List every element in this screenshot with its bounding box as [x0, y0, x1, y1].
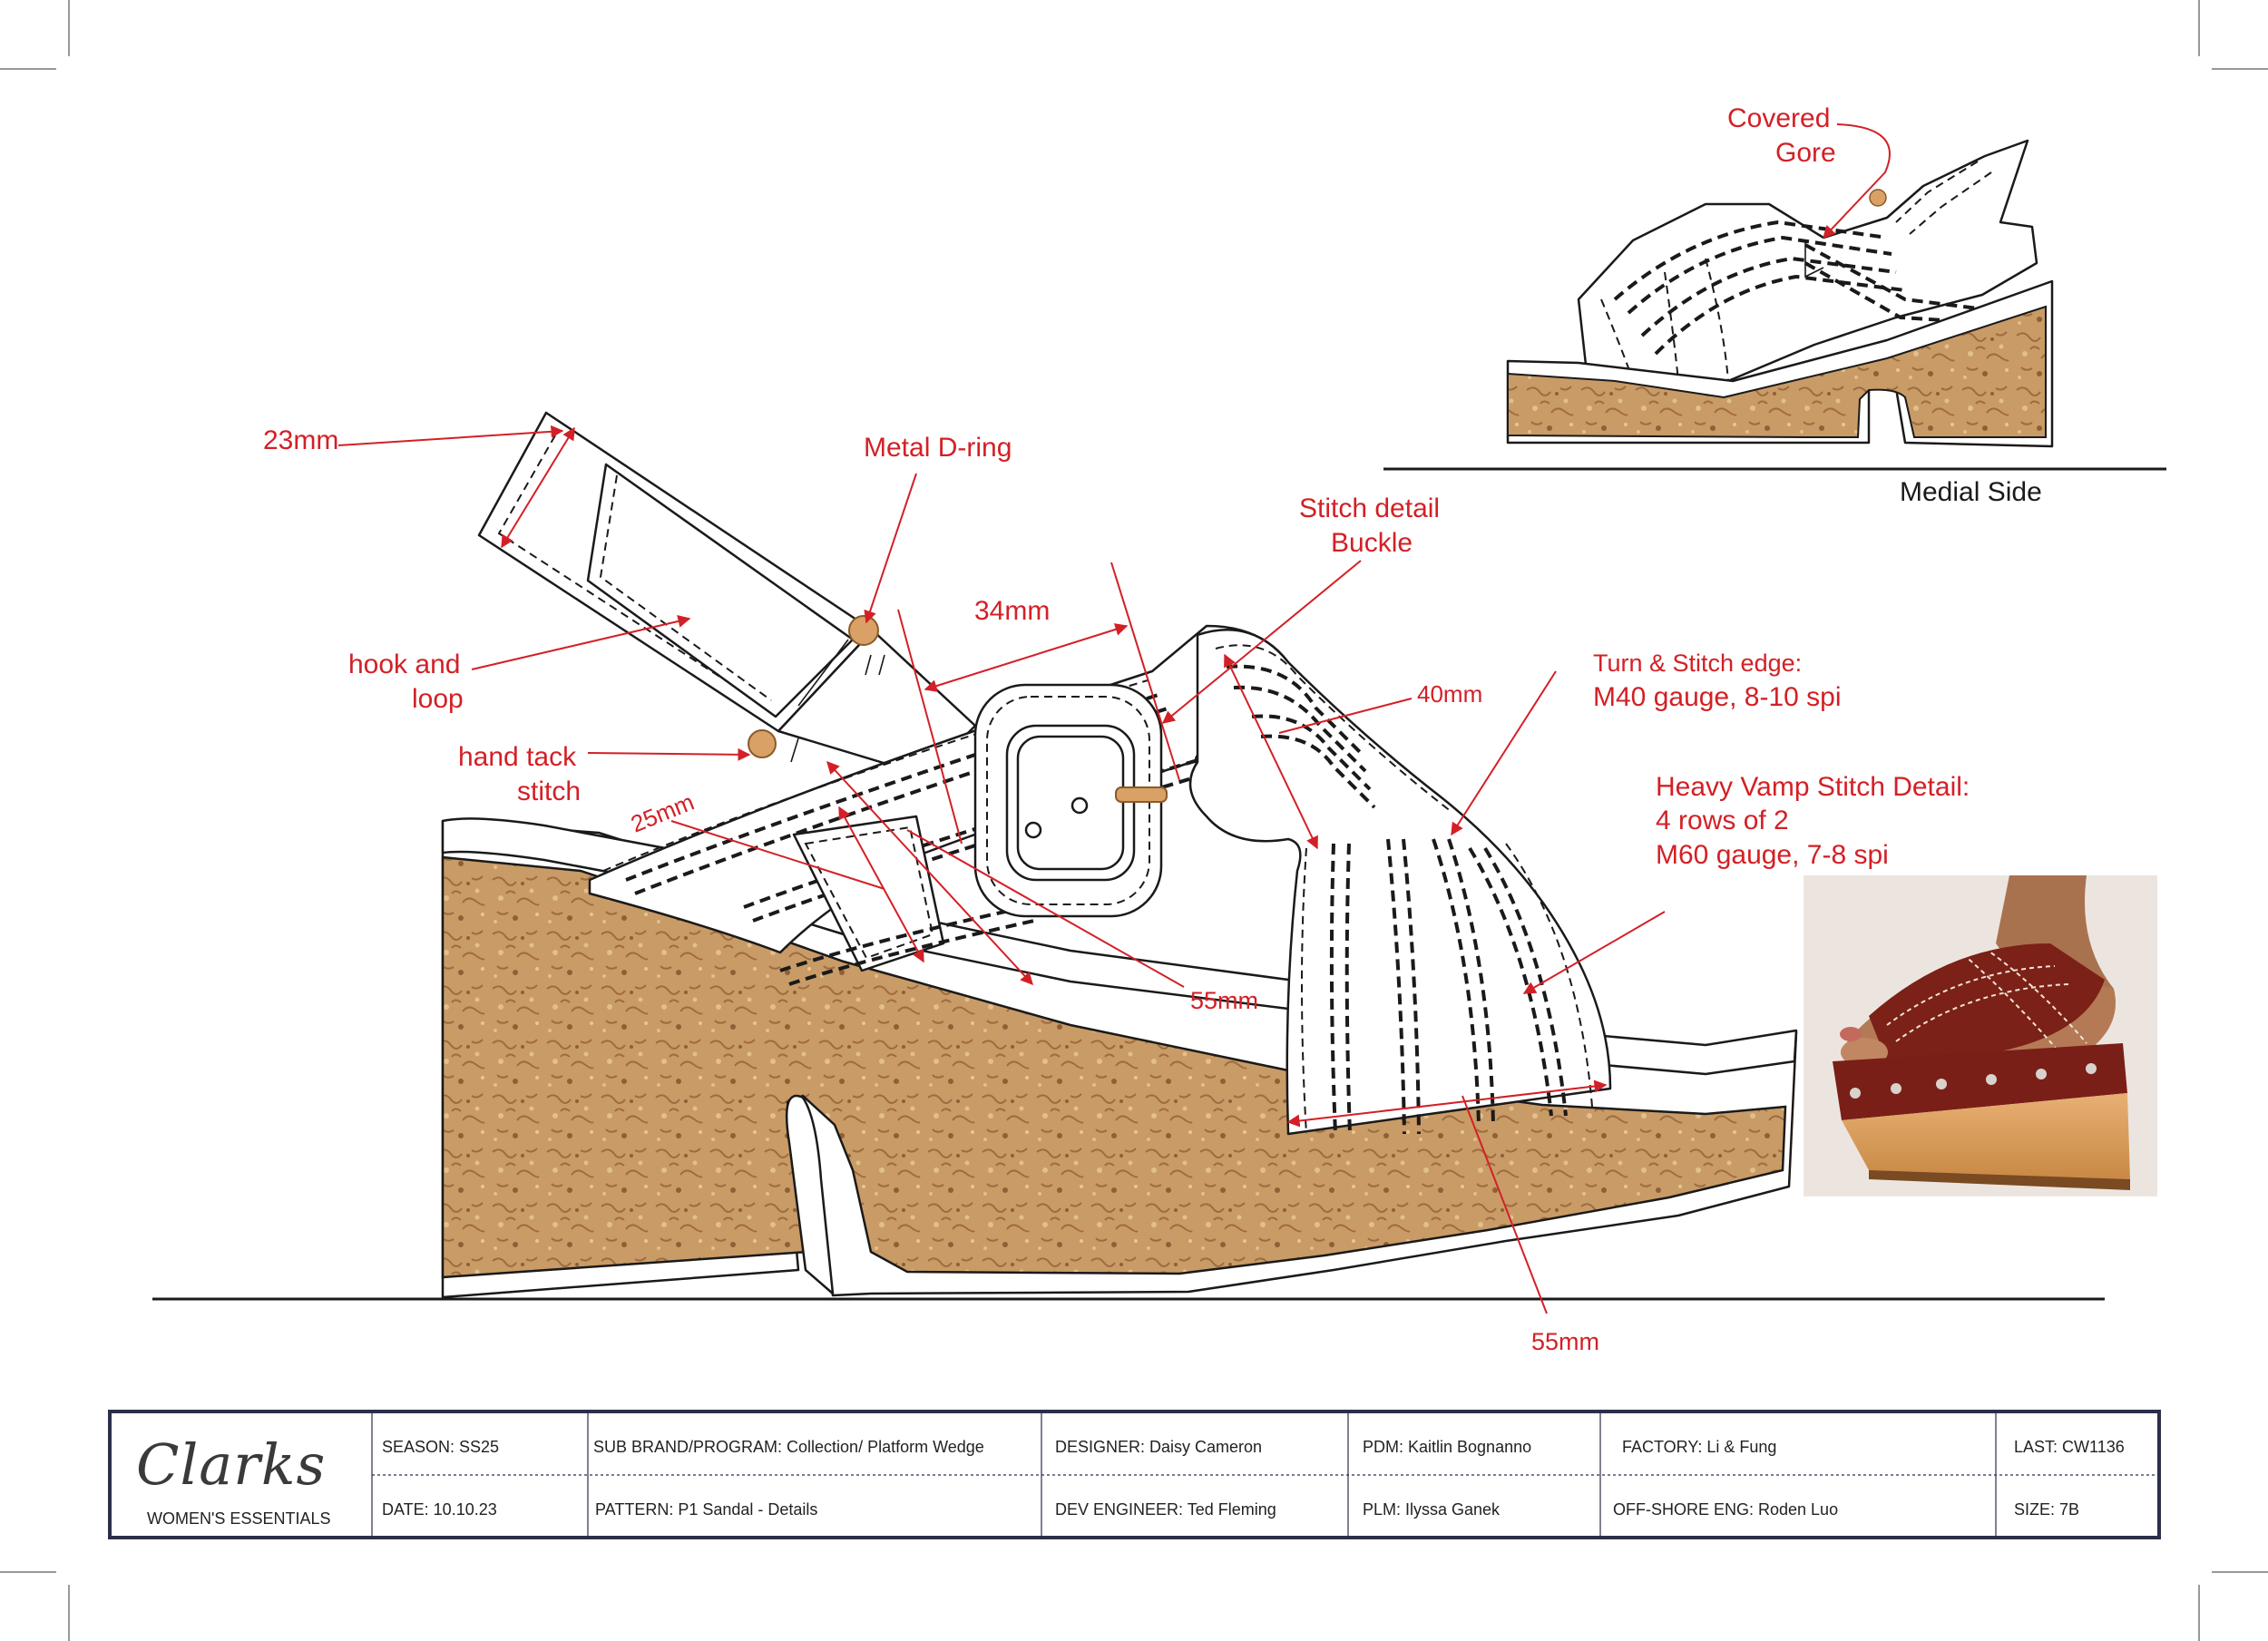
reference-photo: [1804, 875, 2157, 1197]
hand-tack-rivet-icon: [748, 729, 777, 758]
division-label: WOMEN'S ESSENTIALS: [147, 1509, 330, 1528]
metal-d-ring-icon: [848, 615, 879, 646]
medial-side-label: Medial Side: [1900, 477, 2042, 507]
callout-gore: Gore: [1775, 138, 1836, 168]
callout-hand-tack: hand tack: [458, 742, 577, 772]
plm-field: PLM: Ilyssa Ganek: [1363, 1500, 1501, 1519]
title-block: [108, 1410, 2161, 1539]
designer-field: DESIGNER: Daisy Cameron: [1055, 1438, 1262, 1456]
dimension-leaders: [337, 123, 1891, 1314]
callout-m60-gauge: M60 gauge, 7-8 spi: [1656, 840, 1889, 870]
callout-4-rows: 4 rows of 2: [1656, 806, 1789, 835]
size-field: SIZE: 7B: [2014, 1500, 2079, 1519]
callout-metal-d-ring: Metal D-ring: [864, 433, 1012, 463]
heel-sling-strap: [477, 411, 977, 777]
callout-23mm: 23mm: [263, 425, 338, 455]
callout-covered: Covered: [1727, 103, 1830, 133]
medial-d-ring-icon: [1869, 189, 1887, 207]
medial-cork-wedge: [1507, 305, 2047, 438]
callout-55mm-platform: 55mm: [1531, 1328, 1599, 1355]
last-field: LAST: CW1136: [2014, 1438, 2125, 1456]
callout-25mm: 25mm: [627, 788, 698, 838]
callout-turn-stitch: Turn & Stitch edge:: [1593, 650, 1802, 677]
factory-field: FACTORY: Li & Fung: [1622, 1438, 1776, 1456]
callout-hook-and: hook and: [348, 650, 460, 679]
callout-heavy-vamp: Heavy Vamp Stitch Detail:: [1656, 772, 1970, 802]
callout-stitch: stitch: [517, 777, 581, 806]
pattern-field: PATTERN: P1 Sandal - Details: [595, 1500, 817, 1519]
callout-55mm-upper: 55mm: [1190, 987, 1258, 1014]
callout-stitch-detail: Stitch detail: [1299, 493, 1440, 523]
callout-loop: loop: [412, 684, 464, 714]
callout-m40-gauge: M40 gauge, 8-10 spi: [1593, 682, 1842, 712]
callout-34mm: 34mm: [974, 596, 1050, 626]
dev-engineer-field: DEV ENGINEER: Ted Fleming: [1055, 1500, 1276, 1519]
medial-sandal-drawing: [1506, 139, 2054, 448]
clarks-logo: Clarks: [136, 1431, 326, 1498]
callout-buckle: Buckle: [1331, 528, 1413, 558]
main-sandal-drawing: [441, 411, 1798, 1299]
pdm-field: PDM: Kaitlin Bognanno: [1363, 1438, 1531, 1456]
program-field: SUB BRAND/PROGRAM: Collection/ Platform …: [593, 1438, 984, 1456]
offshore-eng-field: OFF-SHORE ENG: Roden Luo: [1613, 1500, 1838, 1519]
season-field: SEASON: SS25: [382, 1438, 499, 1456]
callout-40mm: 40mm: [1417, 680, 1482, 708]
date-field: DATE: 10.10.23: [382, 1500, 497, 1519]
